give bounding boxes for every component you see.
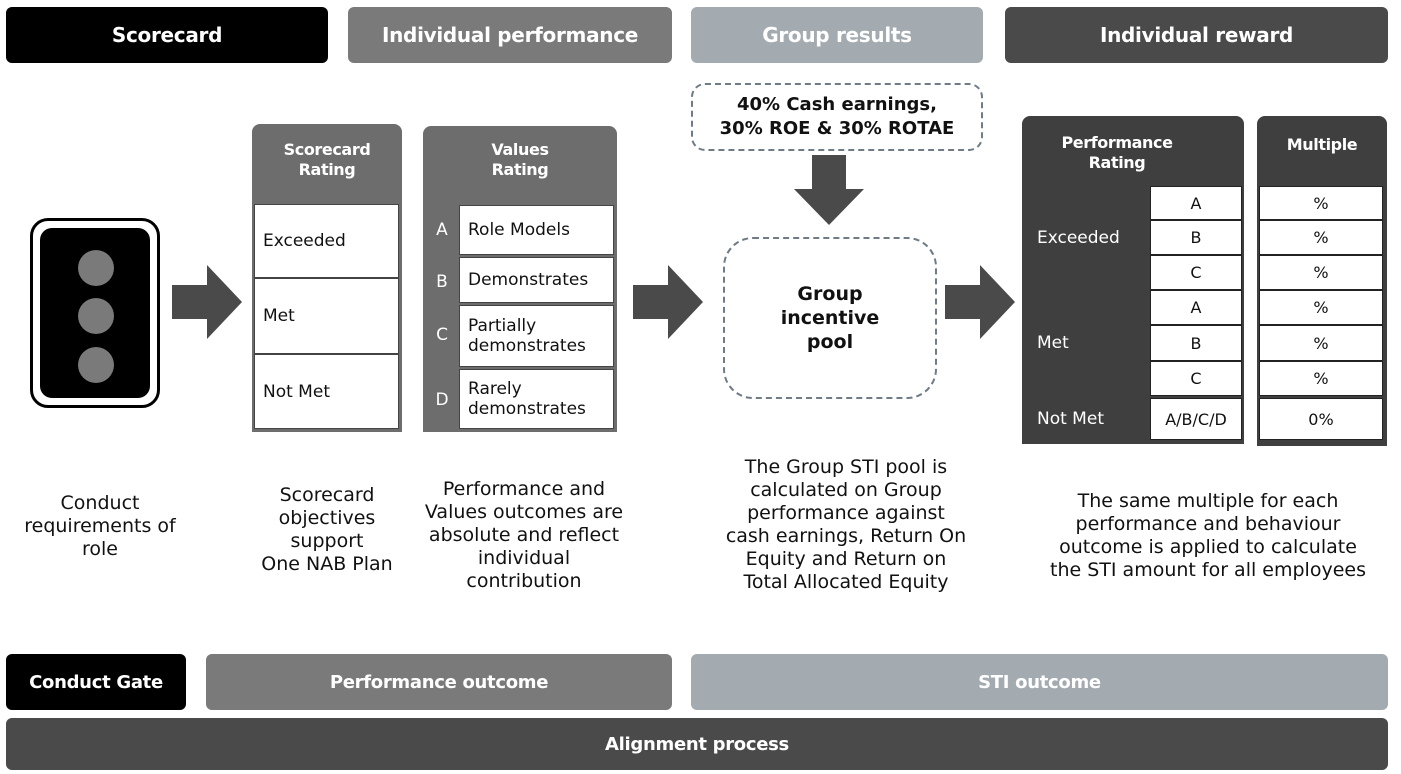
performance-outcome-bar: Performance outcome <box>206 654 672 710</box>
multiple-cell: % <box>1259 361 1383 396</box>
header-group-results: Group results <box>691 7 983 63</box>
header-individual-performance: Individual performance <box>348 7 672 63</box>
alignment-process-bar: Alignment process <box>6 718 1388 770</box>
header-scorecard: Scorecard <box>6 7 328 63</box>
multiple-cell: 0% <box>1259 398 1383 440</box>
light-lamp-top <box>78 250 114 286</box>
values-letter: C <box>436 325 448 345</box>
grade-cell: C <box>1150 361 1242 396</box>
reward-label-exceeded: Exceeded <box>1037 228 1120 248</box>
values-row-role-models: Role Models <box>459 205 614 255</box>
light-lamp-bottom <box>78 347 114 383</box>
grade-cell: A <box>1150 186 1242 220</box>
scorecard-row-met: Met <box>254 278 399 354</box>
multiple-cell: % <box>1259 255 1383 290</box>
reward-label-met: Met <box>1037 333 1069 353</box>
values-letter: D <box>435 390 449 410</box>
grade-cell: A/B/C/D <box>1150 398 1242 440</box>
multiple-cell: % <box>1259 290 1383 325</box>
values-letter: A <box>436 220 448 240</box>
values-row-demonstrates: Demonstrates <box>459 257 614 303</box>
scorecard-row-exceeded: Exceeded <box>254 204 399 278</box>
group-metrics-box: 40% Cash earnings,30% ROE & 30% ROTAE <box>691 83 983 151</box>
grade-cell: C <box>1150 255 1242 290</box>
conduct-gate-bar: Conduct Gate <box>6 654 186 710</box>
sti-outcome-bar: STI outcome <box>691 654 1388 710</box>
arrow-right-icon <box>172 265 242 339</box>
grade-cell: A <box>1150 290 1242 325</box>
reward-label-not-met: Not Met <box>1037 409 1104 429</box>
arrow-right-icon <box>945 265 1015 339</box>
grade-cell: B <box>1150 325 1242 361</box>
multiple-header: Multiple <box>1286 135 1358 154</box>
arrow-right-icon <box>633 265 703 339</box>
arrow-down-icon <box>794 155 864 225</box>
scorecard-row-not-met: Not Met <box>254 354 399 429</box>
multiple-cell: % <box>1259 186 1383 220</box>
multiple-cell: % <box>1259 325 1383 361</box>
light-lamp-middle <box>78 298 114 334</box>
multiple-cell: % <box>1259 220 1383 255</box>
grade-cell: B <box>1150 220 1242 255</box>
values-letter: B <box>436 272 448 292</box>
header-individual-reward: Individual reward <box>1005 7 1388 63</box>
